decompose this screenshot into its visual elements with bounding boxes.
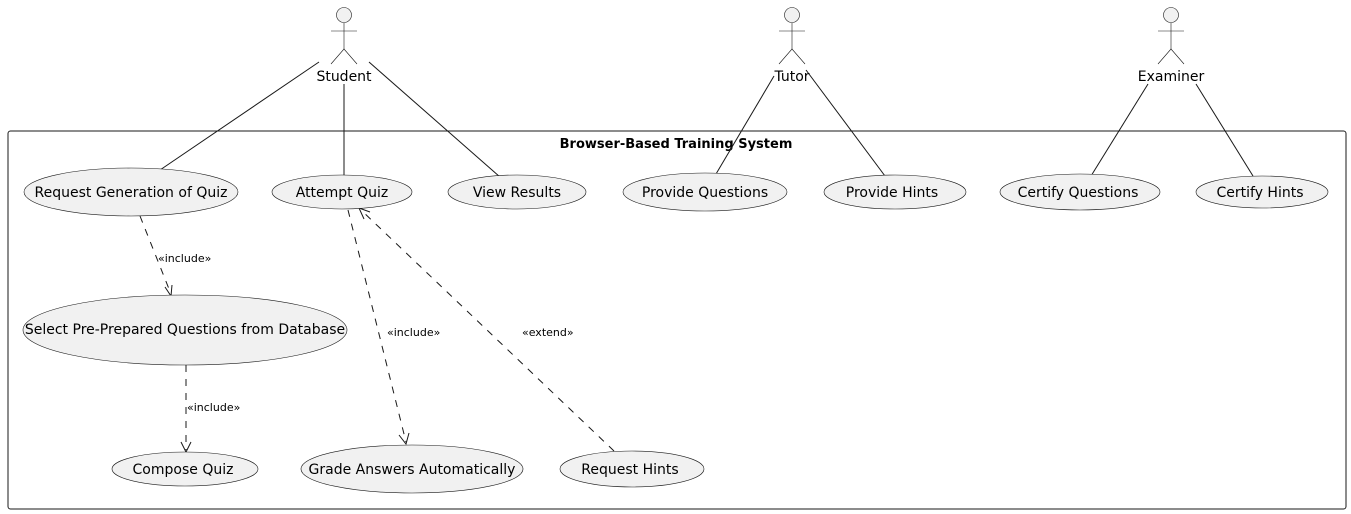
usecase-provide-hints-label: Provide Hints [846,185,938,201]
usecase-certify-hints-label: Certify Hints [1216,185,1303,201]
include-generation-select-label: «include» [158,252,211,265]
actor-examiner: Examiner [1138,7,1205,85]
usecase-attempt-quiz-shape [271,174,413,210]
usecase-grade-answers-label: Grade Answers Automatically [309,462,516,478]
usecase-request-generation-shape [23,167,239,217]
actor-examiner-legs [1157,48,1185,65]
usecase-request-generation-label: Request Generation of Quiz [35,185,228,201]
usecase-request-hints-shape [559,450,705,488]
extend-hints-attempt-label: «extend» [522,326,574,339]
actor-tutor-label: Tutor [773,69,809,85]
usecase-provide-questions-shape [622,172,788,212]
actor-examiner-head [1163,7,1179,23]
include-attempt-grade-arrowhead [398,432,410,446]
usecase-certify-questions: Certify Questions [999,173,1161,211]
include-select-compose-label: «include» [187,401,240,414]
usecase-view-results-shape [447,174,587,210]
usecase-view-results-label: View Results [473,185,561,201]
usecase-compose-quiz: Compose Quiz [111,451,259,487]
usecase-compose-quiz-shape [111,451,259,487]
usecase-select-prepared-label: Select Pre-Prepared Questions from Datab… [25,322,345,338]
assoc-student-view-results [368,61,501,178]
assoc-tutor-provide-hints [805,69,886,177]
include-select-compose-arrowhead [180,441,192,454]
usecase-certify-hints: Certify Hints [1195,175,1329,209]
assoc-tutor-provide-questions [715,75,775,175]
actor-student: Student [316,7,372,85]
usecase-attempt-quiz-label: Attempt Quiz [296,185,389,201]
actor-tutor: Tutor [773,7,810,85]
include-attempt-grade-line [347,209,407,443]
usecase-select-prepared: Select Pre-Prepared Questions from Datab… [22,294,348,366]
usecase-grade-answers-shape [300,444,524,494]
usecase-request-hints-label: Request Hints [581,462,678,478]
system-title: Browser-Based Training System [560,137,793,152]
usecase-compose-quiz-label: Compose Quiz [133,462,234,478]
usecase-request-hints: Request Hints [559,450,705,488]
usecase-select-prepared-shape [22,294,348,366]
usecase-provide-hints-shape [823,174,967,210]
usecase-provide-hints: Provide Hints [823,174,967,210]
actor-tutor-head [784,7,800,23]
actor-student-label: Student [316,69,372,85]
assoc-student-request-generation [159,61,320,171]
extend-hints-attempt-line [360,209,615,452]
system-boundary [7,130,1347,510]
actor-examiner-label: Examiner [1138,69,1205,85]
assoc-examiner-certify-hints [1195,83,1254,177]
usecase-certify-hints-shape [1195,175,1329,209]
assoc-examiner-certify-questions [1090,83,1149,177]
usecase-attempt-quiz: Attempt Quiz [271,174,413,210]
usecase-provide-questions-label: Provide Questions [642,185,768,201]
actor-tutor-legs [778,48,806,65]
actor-student-legs [330,48,358,65]
include-attempt-grade-label: «include» [387,326,440,339]
usecase-certify-questions-shape [999,173,1161,211]
usecase-view-results: View Results [447,174,587,210]
usecase-provide-questions: Provide Questions [622,172,788,212]
usecase-certify-questions-label: Certify Questions [1018,185,1139,201]
actor-student-head [336,7,352,23]
usecase-grade-answers: Grade Answers Automatically [300,444,524,494]
usecase-request-generation: Request Generation of Quiz [23,167,239,217]
